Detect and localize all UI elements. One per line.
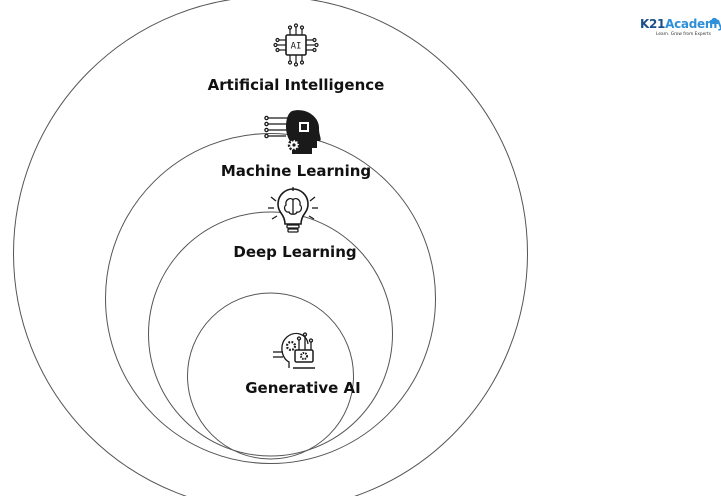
- label-deep-learning: Deep Learning: [233, 243, 356, 261]
- generative-head-icon: [273, 332, 315, 369]
- label-artificial-intelligence: Artificial Intelligence: [208, 76, 385, 94]
- ai-head-icon: [264, 110, 321, 154]
- circle-machine-learning: [105, 133, 436, 464]
- circle-generative-ai: [187, 292, 354, 460]
- brain-bulb-icon: [268, 187, 318, 233]
- ai-chip-text: AI: [291, 42, 302, 52]
- brand-logo: K21Academy Learn. Grow from Experts: [640, 17, 721, 41]
- ai-chip-icon: AI: [273, 23, 319, 67]
- circle-artificial-intelligence: [13, 0, 528, 496]
- brand-name: K21Academy: [640, 17, 721, 31]
- circle-deep-learning: [148, 211, 393, 457]
- brand-tagline: Learn. Grow from Experts: [656, 32, 711, 37]
- label-machine-learning: Machine Learning: [221, 162, 371, 180]
- label-generative-ai: Generative AI: [245, 379, 361, 397]
- cloud-icon: [709, 17, 720, 24]
